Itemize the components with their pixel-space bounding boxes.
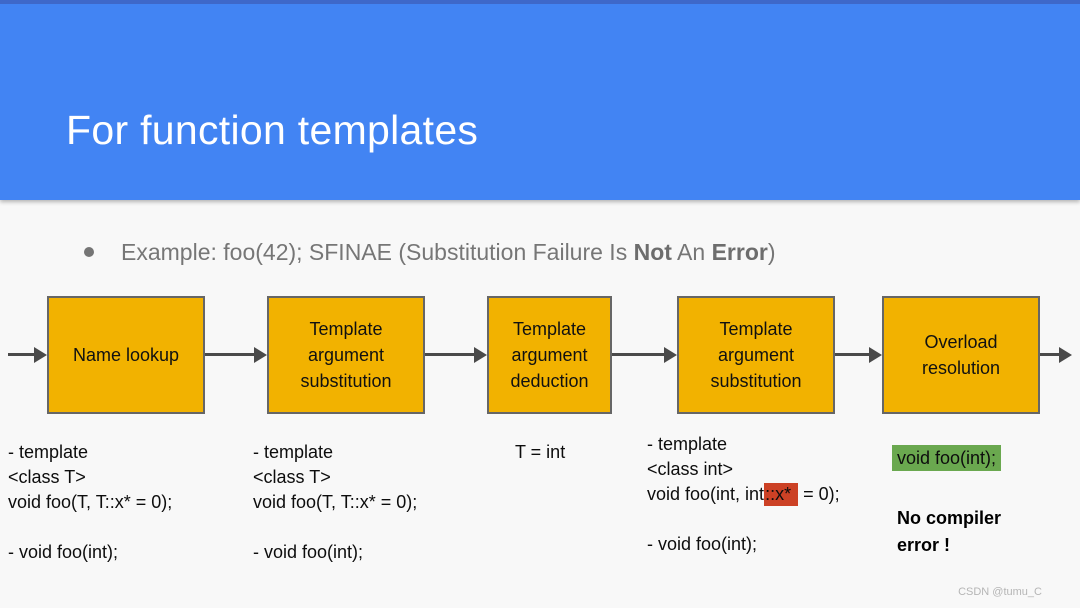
code-line: void foo(int, int::x* = 0); xyxy=(647,482,840,507)
flow-arrow xyxy=(835,353,870,356)
header-top-strip xyxy=(0,0,1080,4)
code-line: - void foo(int); xyxy=(253,542,364,562)
code-line: void foo(T, T::x* = 0); xyxy=(8,492,173,512)
watermark: CSDN @tumu_C xyxy=(958,586,1042,598)
flow-arrowhead-icon xyxy=(664,347,677,363)
flow-stage-template-argument-deduction: Template argument deduction xyxy=(487,296,612,414)
flow-stage-label: Template argument substitution xyxy=(300,319,392,391)
bullet-segment: An xyxy=(671,239,712,265)
note-name-lookup: - template <class T> void foo(T, T::x* =… xyxy=(8,440,172,565)
code-segment: void foo(int, int xyxy=(647,484,765,504)
note-template-substitution-1: - template <class T> void foo(T, T::x* =… xyxy=(253,440,417,565)
note-deduction: T = int xyxy=(515,440,565,465)
note-template-substitution-2: - template <class int> void foo(int, int… xyxy=(647,432,840,557)
bullet-segment: ) xyxy=(767,239,776,265)
flow-stage-template-argument-substitution-1: Template argument substitution xyxy=(267,296,425,414)
flow-arrowhead-icon xyxy=(34,347,47,363)
flow-stage-label: Name lookup xyxy=(72,345,180,365)
flow-arrowhead-icon xyxy=(474,347,487,363)
flow-arrowhead-icon xyxy=(254,347,267,363)
flow-arrow xyxy=(8,353,35,356)
flow-stage-label: Template argument substitution xyxy=(710,319,802,391)
bullet-icon xyxy=(84,247,94,257)
bullet-segment: Example: foo(42); SFINAE (Substitution F… xyxy=(121,239,634,265)
bullet-segment-bold: Error xyxy=(711,239,768,265)
flow-arrow xyxy=(612,353,665,356)
error-highlight: ::x* xyxy=(764,483,799,506)
code-line: <class T> xyxy=(8,467,86,487)
result-line: No compiler xyxy=(897,508,1002,528)
flow-stage-label: Overload resolution xyxy=(921,332,1001,378)
success-highlight: void foo(int); xyxy=(892,445,1002,471)
code-segment: = 0); xyxy=(798,484,840,504)
code-line: void foo(T, T::x* = 0); xyxy=(253,492,418,512)
code-line: - template xyxy=(8,442,89,462)
result-line: error ! xyxy=(897,535,951,555)
flow-arrowhead-icon xyxy=(869,347,882,363)
flow-arrowhead-icon xyxy=(1059,347,1072,363)
page-title: For function templates xyxy=(66,107,479,153)
flow-arrow xyxy=(205,353,255,356)
code-line: - void foo(int); xyxy=(8,542,119,562)
flow-arrow xyxy=(1040,353,1060,356)
flow-stage-name-lookup: Name lookup xyxy=(47,296,205,414)
slide-header: For function templates xyxy=(0,0,1080,200)
bullet-text: Example: foo(42); SFINAE (Substitution F… xyxy=(121,239,776,266)
code-line: <class T> xyxy=(253,467,331,487)
code-line: - template xyxy=(253,442,334,462)
note-overload-resolution: void foo(int); xyxy=(892,445,1002,471)
code-line: <class int> xyxy=(647,459,734,479)
flow-arrow xyxy=(425,353,475,356)
code-line: - void foo(int); xyxy=(647,534,758,554)
flow-stage-template-argument-substitution-2: Template argument substitution xyxy=(677,296,835,414)
flow-stage-label: Template argument deduction xyxy=(510,319,589,391)
code-line: T = int xyxy=(515,442,566,462)
bullet-segment-bold: Not xyxy=(633,239,672,265)
flow-stage-overload-resolution: Overload resolution xyxy=(882,296,1040,414)
code-line: - template xyxy=(647,434,728,454)
result-text: No compiler error ! xyxy=(897,505,1001,559)
